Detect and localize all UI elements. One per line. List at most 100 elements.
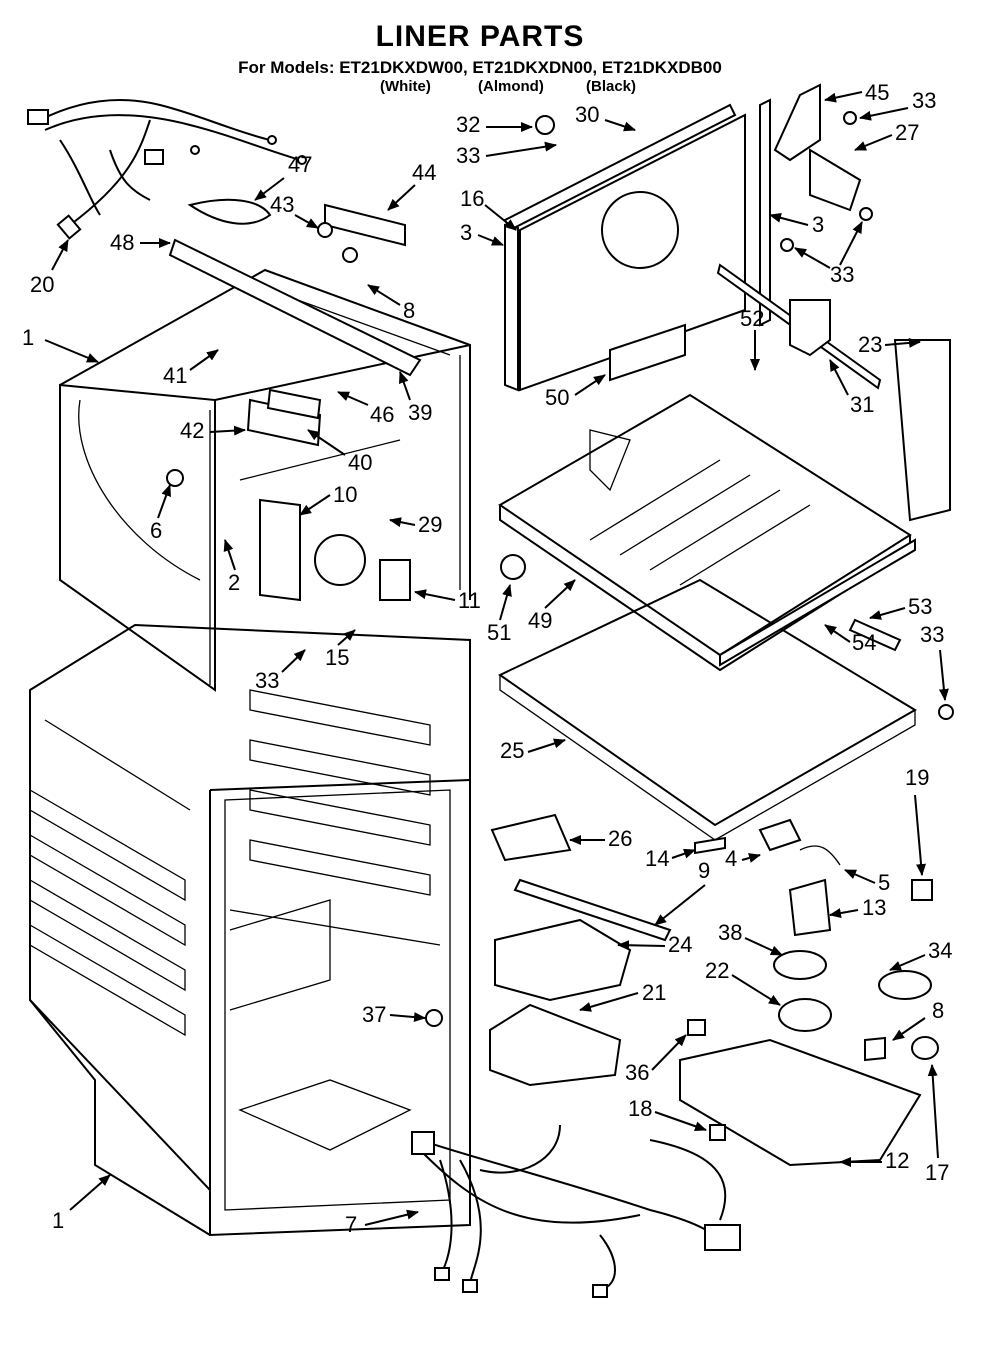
callout-10: 10 [299, 482, 357, 516]
models-line: For Models: ET21DKXDW00, ET21DKXDN00, ET… [238, 58, 722, 77]
svg-text:25: 25 [500, 738, 524, 763]
svg-text:3: 3 [460, 220, 472, 245]
svg-text:36: 36 [625, 1060, 649, 1085]
callout-12: 12 [839, 1148, 909, 1173]
callout-44: 44 [387, 160, 436, 211]
svg-text:42: 42 [180, 418, 204, 443]
svg-text:32: 32 [456, 112, 480, 137]
svg-text:48: 48 [110, 230, 134, 255]
callout-18: 18 [628, 1096, 707, 1132]
svg-text:27: 27 [895, 120, 919, 145]
callout-19: 19 [905, 765, 929, 876]
callout-8a: 8 [367, 284, 415, 323]
callout-13: 13 [829, 895, 886, 920]
svg-text:39: 39 [408, 400, 432, 425]
svg-text:9: 9 [698, 858, 710, 883]
callout-47: 47 [254, 152, 312, 201]
rear-panel [503, 83, 873, 392]
color-almond: (Almond) [478, 78, 544, 95]
svg-text:44: 44 [412, 160, 436, 185]
callout-33d: 33 [920, 622, 949, 701]
svg-text:45: 45 [865, 80, 889, 105]
svg-text:11: 11 [458, 588, 481, 613]
svg-text:12: 12 [885, 1148, 909, 1173]
svg-text:1: 1 [52, 1208, 64, 1233]
svg-text:8: 8 [932, 998, 944, 1023]
callout-8b: 8 [892, 998, 944, 1041]
callout-1a: 1 [22, 325, 99, 363]
callouts: 1 1 2 3 3 4 5 6 7 8 8 9 10 11 12 13 14 1… [22, 80, 952, 1237]
svg-text:24: 24 [668, 932, 692, 957]
svg-text:17: 17 [925, 1160, 949, 1185]
svg-text:16: 16 [460, 186, 484, 211]
svg-text:41: 41 [163, 363, 187, 388]
diagram-title: LINER PARTS [375, 20, 585, 53]
callout-21: 21 [579, 980, 666, 1012]
evaporator-cover-parts [166, 198, 422, 602]
svg-text:52: 52 [740, 306, 764, 331]
callout-36: 36 [625, 1034, 687, 1085]
svg-text:54: 54 [852, 630, 876, 655]
svg-text:33: 33 [830, 262, 854, 287]
callout-54: 54 [824, 624, 876, 655]
svg-text:37: 37 [362, 1002, 386, 1027]
svg-text:1: 1 [22, 325, 34, 350]
callout-34: 34 [889, 938, 952, 971]
svg-text:2: 2 [228, 570, 240, 595]
svg-text:10: 10 [333, 482, 357, 507]
callout-40: 40 [307, 429, 372, 475]
callout-31: 31 [829, 359, 874, 417]
callout-25: 25 [500, 738, 566, 763]
callout-22: 22 [705, 958, 781, 1006]
callout-16: 16 [460, 186, 517, 231]
wiring-harness-upper [27, 99, 307, 240]
callout-26: 26 [569, 826, 632, 851]
callout-3b: 3 [769, 212, 824, 237]
callout-5: 5 [844, 869, 890, 895]
svg-text:22: 22 [705, 958, 729, 983]
callout-33a: 33 [456, 141, 557, 168]
svg-text:15: 15 [325, 645, 349, 670]
callout-45: 45 [824, 80, 889, 105]
ice-water-parts [489, 813, 939, 1167]
svg-text:38: 38 [718, 920, 742, 945]
callout-43: 43 [270, 192, 319, 229]
svg-text:19: 19 [905, 765, 929, 790]
color-black: (Black) [586, 78, 637, 95]
svg-text:33: 33 [456, 143, 480, 168]
callout-46: 46 [337, 391, 394, 427]
svg-text:26: 26 [608, 826, 632, 851]
callout-27: 27 [854, 120, 919, 151]
svg-text:18: 18 [628, 1096, 652, 1121]
svg-text:3: 3 [812, 212, 824, 237]
svg-text:50: 50 [545, 385, 569, 410]
callout-6: 6 [150, 484, 171, 543]
svg-text:43: 43 [270, 192, 294, 217]
svg-text:53: 53 [908, 594, 932, 619]
callout-37: 37 [362, 1002, 426, 1027]
callout-39: 39 [398, 371, 432, 425]
svg-text:33: 33 [255, 668, 279, 693]
callout-49: 49 [528, 579, 576, 633]
svg-text:5: 5 [878, 870, 890, 895]
svg-text:49: 49 [528, 608, 552, 633]
callout-51: 51 [487, 584, 512, 645]
svg-text:33: 33 [920, 622, 944, 647]
callout-1b: 1 [52, 1174, 111, 1233]
svg-text:14: 14 [645, 846, 669, 871]
callout-7: 7 [345, 1209, 419, 1237]
callout-4: 4 [725, 846, 761, 871]
wiring-harness-lower [411, 1124, 741, 1298]
callout-30: 30 [575, 102, 636, 132]
svg-text:23: 23 [858, 332, 882, 357]
svg-text:7: 7 [345, 1212, 357, 1237]
svg-text:34: 34 [928, 938, 952, 963]
callout-29: 29 [389, 512, 442, 537]
callout-17: 17 [925, 1064, 949, 1185]
callout-41: 41 [163, 349, 219, 388]
svg-text:13: 13 [862, 895, 886, 920]
callout-15: 15 [325, 629, 356, 670]
svg-text:47: 47 [288, 152, 312, 177]
callout-50: 50 [545, 374, 606, 410]
